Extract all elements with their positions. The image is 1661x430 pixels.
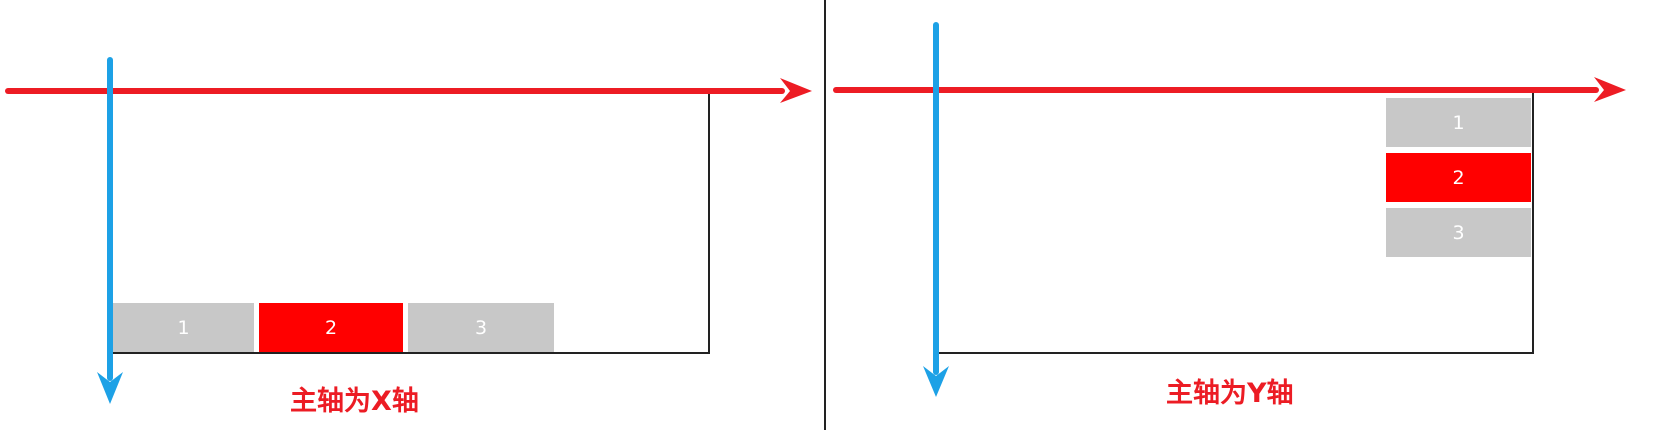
axes: [5, 57, 812, 404]
flex-item-1: 1: [113, 303, 254, 352]
flex-item-3: 3: [408, 303, 554, 352]
flex-container: [936, 91, 1534, 354]
panel-divider: [824, 0, 826, 430]
flex-item-label: 2: [324, 316, 338, 339]
caption: 主轴为Y轴: [1166, 378, 1294, 409]
flex-item-label: 1: [177, 316, 190, 339]
flex-item-2: 2: [1386, 153, 1531, 202]
flex-item-label: 3: [1452, 221, 1465, 244]
flex-item-label: 3: [474, 316, 488, 339]
left-panel: 1 2 3 主轴为X轴: [0, 0, 824, 430]
caption: 主轴为X轴: [290, 386, 419, 417]
flex-item-label: 2: [1452, 166, 1465, 189]
main-axis-arrow: [5, 78, 812, 103]
flex-item-3: 3: [1386, 208, 1531, 257]
flex-container: [110, 91, 710, 354]
axes: [833, 22, 1626, 397]
flex-item-label: 1: [1452, 111, 1465, 134]
right-panel: 1 2 3 主轴为Y轴: [826, 0, 1661, 430]
main-axis-arrow: [833, 77, 1626, 102]
flex-item-1: 1: [1386, 98, 1531, 147]
cross-axis-arrow: [97, 57, 123, 404]
cross-axis-arrow: [923, 22, 949, 397]
flex-item-2: 2: [259, 303, 403, 352]
